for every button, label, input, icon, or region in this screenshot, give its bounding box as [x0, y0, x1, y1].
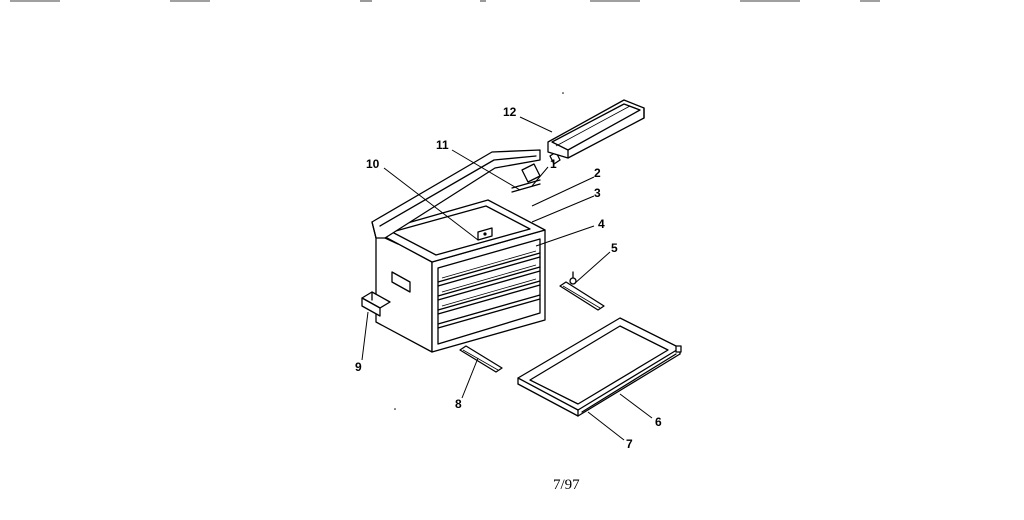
drawer-fronts [437, 250, 541, 329]
callout-9: 9 [355, 360, 362, 374]
drawer-slide-right [559, 271, 605, 311]
callout-8: 8 [455, 397, 462, 411]
callout-3: 3 [594, 186, 601, 200]
callout-5: 5 [611, 241, 618, 255]
callout-2: 2 [594, 166, 601, 180]
removed-drawer [517, 317, 682, 417]
lift-out-tray [547, 99, 645, 159]
date-code: 7/97 [553, 477, 580, 493]
side-handle-slot [391, 271, 411, 293]
lock-plate [477, 227, 493, 241]
callout-4: 4 [598, 217, 605, 231]
callout-7: 7 [626, 437, 633, 451]
callout-6: 6 [655, 415, 662, 429]
leader-lines [361, 116, 653, 441]
callout-11: 11 [436, 138, 449, 152]
side-handle [361, 291, 391, 317]
callout-1: 1 [550, 157, 557, 171]
callout-labels: 1 2 3 4 5 6 7 8 9 10 11 12 [355, 105, 662, 451]
chest-lid [371, 149, 541, 245]
callout-10: 10 [366, 157, 380, 171]
drawer-slide-left [459, 345, 503, 373]
callout-12: 12 [503, 105, 517, 119]
